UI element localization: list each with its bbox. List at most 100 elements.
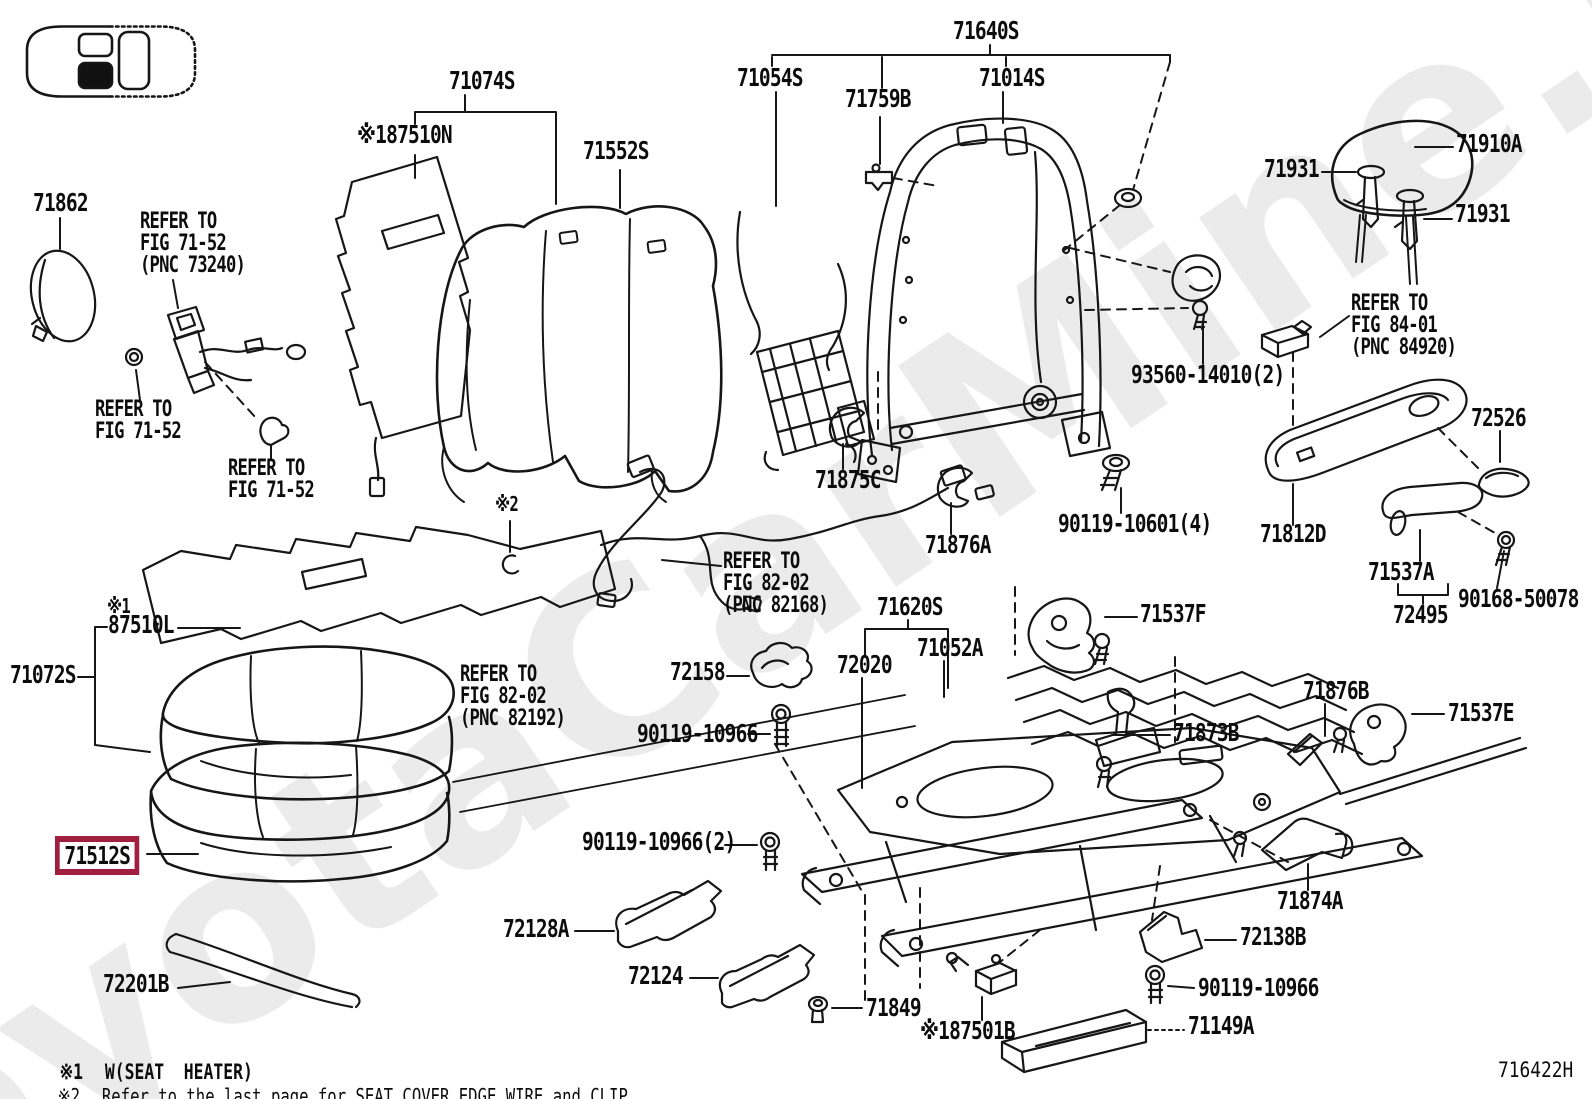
part-label-72128A: 72128A bbox=[503, 914, 570, 943]
part-72158-clamp bbox=[750, 641, 813, 689]
part-label-71537F: 71537F bbox=[1140, 599, 1207, 628]
part-71812D-side-shield bbox=[1264, 378, 1468, 482]
part-71931-support-left bbox=[1354, 164, 1386, 229]
part-label-87501B: ※187501B bbox=[920, 1016, 1016, 1045]
bolt-90168-icon bbox=[1494, 530, 1516, 567]
part-label-71875C: 71875C bbox=[815, 465, 882, 494]
part-71876A-clamp bbox=[936, 466, 974, 508]
part-label-71910A: 71910A bbox=[1456, 129, 1523, 158]
part-71054S-seatback-spring bbox=[736, 210, 876, 472]
part-label-71931-right: 71931 bbox=[1455, 199, 1511, 228]
part-label-72124: 72124 bbox=[628, 961, 684, 990]
part-label-71537A: 71537A bbox=[1368, 557, 1435, 586]
part-71873B-bracket bbox=[1094, 687, 1162, 789]
vehicle-seat-position-icon bbox=[25, 25, 197, 98]
part-71849-nut bbox=[807, 995, 829, 1024]
part-71537E-handle bbox=[1332, 703, 1407, 766]
part-label-93560-14010: 93560-14010(2) bbox=[1131, 360, 1285, 389]
footnote-seat-heater: ※1 W(SEAT HEATER) bbox=[20, 1036, 253, 1099]
part-71537F-handle bbox=[1027, 597, 1111, 674]
bolt-93560-icon bbox=[1191, 299, 1209, 331]
fig-71-52-buckle-assembly bbox=[124, 305, 307, 447]
part-label-mark-note2: ※2 bbox=[495, 492, 519, 516]
part-71875C-clamp bbox=[828, 406, 866, 448]
part-label-71812D: 71812D bbox=[1260, 519, 1327, 548]
part-71537A-lever bbox=[1381, 481, 1484, 536]
part-label-72201B: 72201B bbox=[103, 969, 170, 998]
part-72138B-shield bbox=[1138, 910, 1204, 964]
part-label-71862: 71862 bbox=[33, 188, 89, 217]
part-71862-headrest-cover bbox=[29, 249, 97, 343]
part-label-90119-10966-a: 90119-10966 bbox=[637, 719, 758, 748]
part-72526-cover bbox=[1477, 467, 1530, 498]
part-label-72138B: 72138B bbox=[1240, 922, 1307, 951]
part-label-71849: 71849 bbox=[866, 993, 922, 1022]
part-label-87510L: 87510L bbox=[108, 610, 175, 639]
part-label-71014S: 71014S bbox=[979, 63, 1046, 92]
part-label-71149A: 71149A bbox=[1188, 1011, 1255, 1040]
part-label-72020: 72020 bbox=[837, 650, 893, 679]
part-label-71552S: 71552S bbox=[583, 136, 650, 165]
edge-wire-clip-icon bbox=[501, 554, 520, 575]
bolt-10966-b-icon bbox=[759, 831, 781, 872]
part-label-90119-10966-c: 90119-10966 bbox=[1198, 973, 1319, 1002]
dashed-lines bbox=[204, 61, 1496, 1031]
part-87501B bbox=[945, 951, 1018, 996]
part-87510N-seatback-heater bbox=[334, 155, 472, 498]
part-label-87510N: ※187510N bbox=[357, 120, 453, 149]
part-label-71072S: 71072S bbox=[10, 660, 77, 689]
part-label-71931-left: 71931 bbox=[1264, 154, 1320, 183]
part-71931-support-right bbox=[1393, 188, 1425, 251]
part-label-90168-50078: 90168-50078 bbox=[1458, 584, 1579, 613]
footnote-2-mark: ※2 bbox=[57, 1084, 81, 1099]
footnote-2-text: Refer to the last page for SEAT COVER ED… bbox=[101, 1084, 638, 1099]
part-72201B-edge-wire bbox=[165, 932, 361, 1009]
part-label-71512S: 71512S bbox=[55, 836, 140, 875]
part-label-71876A: 71876A bbox=[925, 530, 992, 559]
part-label-72495: 72495 bbox=[1393, 600, 1449, 629]
part-71759B-clip bbox=[864, 163, 894, 192]
bolt-10966-c-icon bbox=[1144, 964, 1166, 1005]
part-label-71074S: 71074S bbox=[449, 66, 516, 95]
part-label-71873B: 71873B bbox=[1173, 718, 1240, 747]
part-label-71876B: 71876B bbox=[1303, 676, 1370, 705]
bolt-10966-a-icon bbox=[770, 703, 792, 748]
bolt-10601-icon bbox=[1099, 453, 1131, 492]
part-label-mark-note1: ※1 bbox=[107, 594, 131, 618]
part-label-71052A: 71052A bbox=[917, 633, 984, 662]
diagram-code: 716422H bbox=[1498, 1058, 1574, 1082]
part-label-72158: 72158 bbox=[670, 657, 726, 686]
grommet-bushing bbox=[1113, 187, 1143, 209]
part-72124-shield bbox=[718, 943, 816, 1009]
harness-82168 bbox=[592, 454, 666, 609]
footnote-1-text: W(SEAT HEATER) bbox=[104, 1060, 253, 1084]
part-71072S-cushion-cover bbox=[159, 645, 455, 801]
part-71874A-bracket bbox=[1232, 817, 1354, 872]
part-72020-adjuster bbox=[800, 726, 1528, 968]
footnote-1-mark: ※1 bbox=[59, 1060, 84, 1084]
part-label-71759B: 71759B bbox=[845, 84, 912, 113]
part-71876B-shield bbox=[1286, 732, 1324, 767]
part-72128A-shield bbox=[615, 879, 723, 949]
part-label-72526: 72526 bbox=[1471, 403, 1527, 432]
part-71552S-seatback-cover bbox=[435, 205, 723, 503]
footnote-edge-wire: ※2 Refer to the last page for SEAT COVER … bbox=[20, 1060, 638, 1099]
leader-lines bbox=[59, 44, 1505, 1021]
part-label-90119-10601: 90119-10601(4) bbox=[1058, 509, 1212, 538]
part-label-90119-10966-b: 90119-10966(2) bbox=[582, 827, 736, 856]
part-label-71620S: 71620S bbox=[877, 592, 944, 621]
part-label-71874A: 71874A bbox=[1277, 886, 1344, 915]
part-label-71054S: 71054S bbox=[737, 63, 804, 92]
part-label-71640S: 71640S bbox=[953, 16, 1020, 45]
part-71149A-cover bbox=[1000, 1008, 1148, 1074]
switch-84920-icon bbox=[1260, 319, 1313, 359]
